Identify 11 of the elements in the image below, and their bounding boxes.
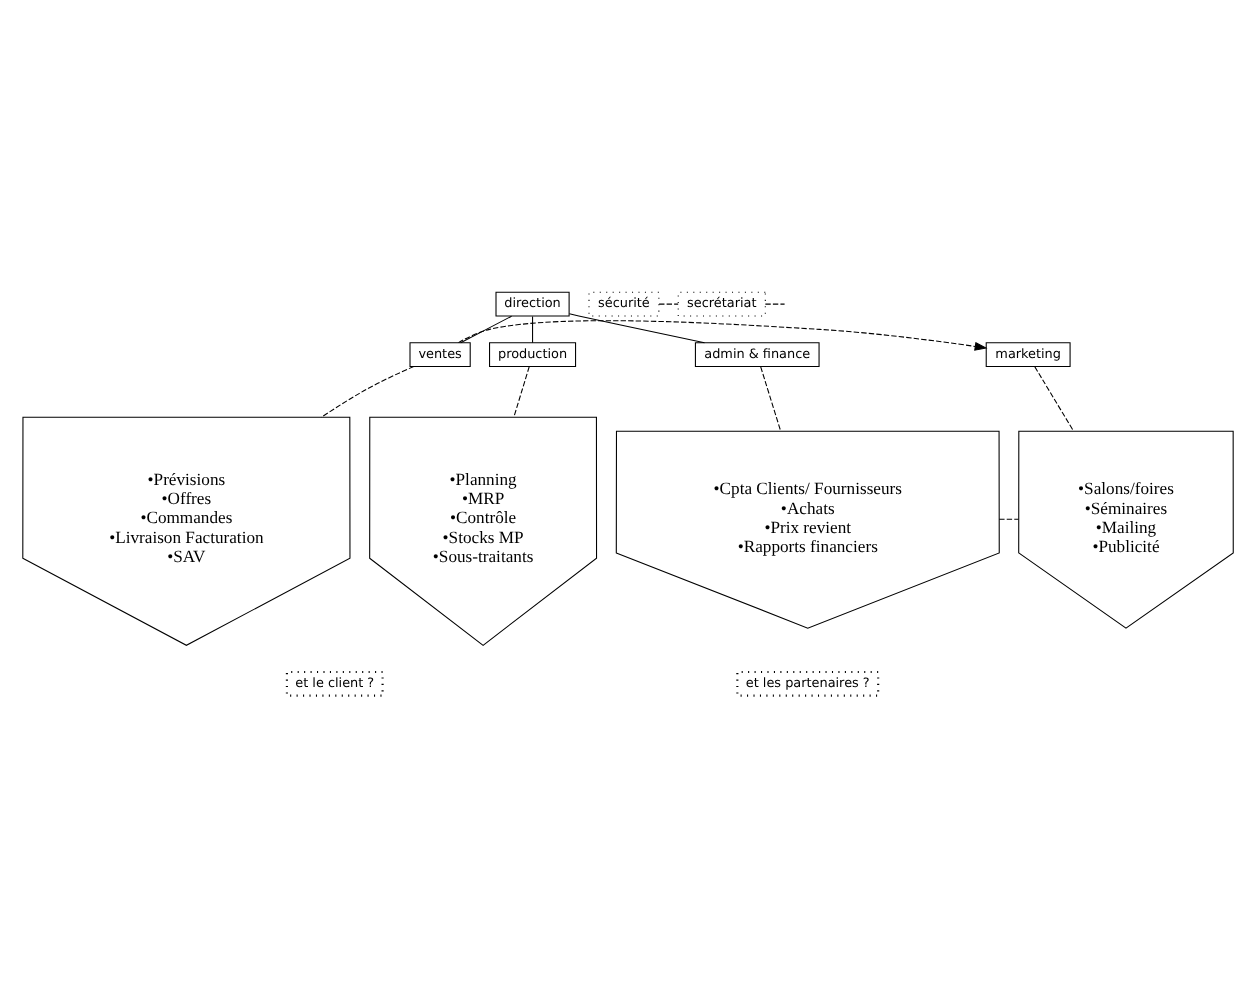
connector	[513, 366, 530, 418]
arrow	[458, 320, 988, 351]
connector	[998, 518, 1020, 520]
connector	[532, 315, 534, 344]
connector	[760, 366, 782, 432]
connector	[1034, 366, 1074, 432]
connector	[764, 303, 786, 305]
connector	[568, 313, 705, 344]
connector	[460, 315, 513, 344]
connector	[658, 303, 679, 305]
connector	[320, 366, 415, 418]
